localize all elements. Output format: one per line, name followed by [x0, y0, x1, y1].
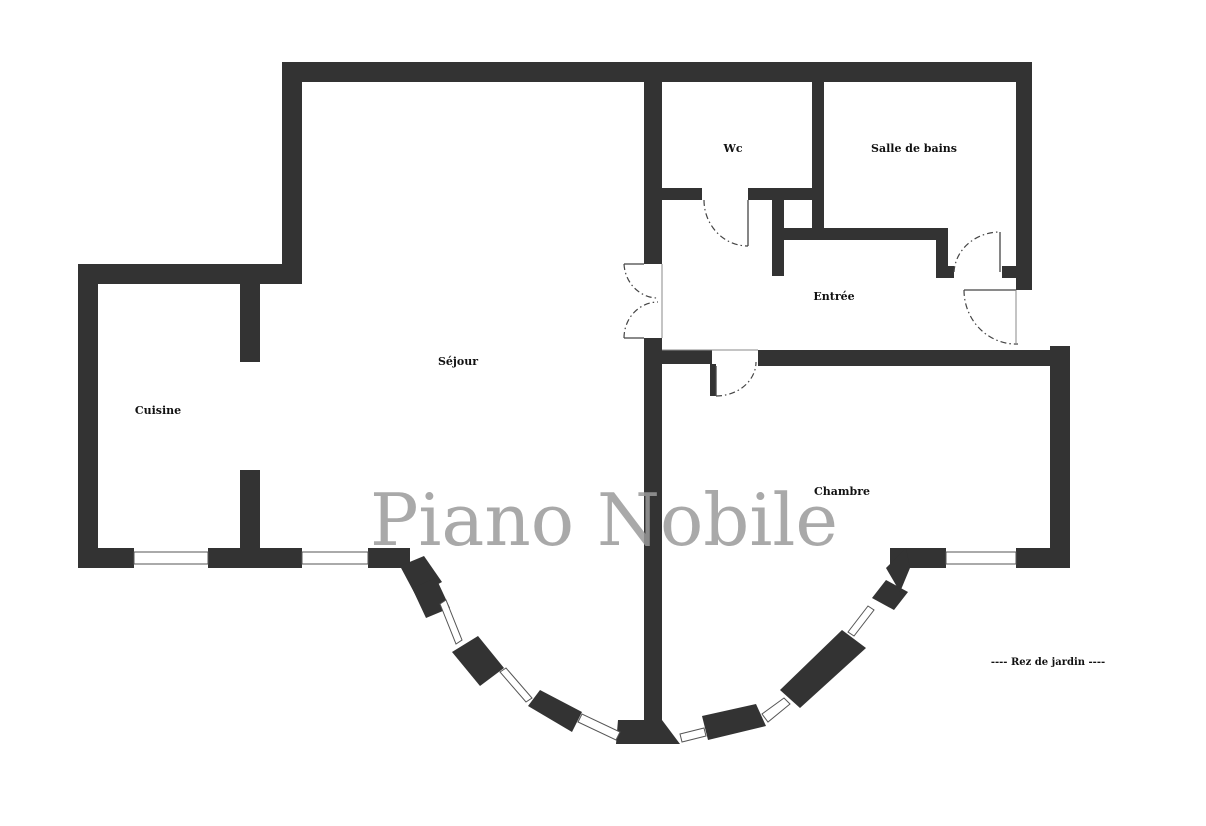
wall-sejour-east-lower [644, 338, 662, 744]
door-chambre-swing [715, 361, 757, 397]
wall-entree-right-end [644, 338, 662, 350]
interior-walls [240, 78, 1070, 744]
bay-chambre-wall-1 [702, 704, 766, 740]
wall-top-cuisine [78, 264, 302, 284]
bay-chambre-wall-4 [886, 548, 910, 592]
window-cuisine [133, 551, 209, 565]
watermark-text: Piano Nobile [370, 478, 838, 562]
bay-sejour-wall-3 [452, 636, 504, 686]
wall-wc-bottom-right [748, 188, 824, 200]
door-wc-swing [703, 199, 749, 247]
window-bay-chambre-2 [761, 697, 791, 723]
wall-entree-bottom-left [660, 350, 712, 364]
room-label-wc: Wc [722, 142, 742, 155]
wall-right-upper [1016, 62, 1032, 290]
room-label-sejour: Séjour [438, 355, 478, 368]
wall-bottom-right-1 [1016, 548, 1070, 568]
room-label-cuisine: Cuisine [135, 404, 181, 417]
bay-chambre-wall-2 [780, 630, 866, 708]
wall-left-cuisine [78, 264, 98, 568]
wall-left-sejour-upper [282, 62, 302, 284]
wall-entree-bottom-right [758, 350, 1070, 366]
wall-top [282, 62, 1032, 82]
wall-sdb-jamb [936, 228, 948, 278]
bay-sejour-wall-5 [616, 720, 680, 744]
wall-bottom-left-1 [78, 548, 134, 568]
wall-sdb-right-stub [1002, 266, 1032, 278]
room-label-salle-de-bains: Salle de bains [871, 142, 957, 155]
window-sejour-south [301, 551, 369, 565]
door-double-swing-top [623, 263, 659, 299]
window-bay-sejour-1 [439, 599, 463, 645]
room-label-entree: Entrée [813, 290, 854, 303]
door-entree-swing [963, 289, 1019, 345]
wall-cuisine-sejour-lower [240, 470, 260, 568]
wall-door-stub-chambre [710, 364, 716, 396]
wall-cuisine-sejour-upper [240, 284, 260, 362]
door-double-swing-bottom [623, 301, 659, 339]
windows [133, 551, 1017, 743]
window-chambre-south [945, 551, 1017, 565]
room-label-chambre: Chambre [814, 485, 870, 498]
window-bay-sejour-2 [499, 667, 533, 703]
wall-right-chambre [1050, 346, 1070, 568]
wall-sdb-bottom [772, 228, 948, 240]
bay-sejour-wall-4 [528, 690, 582, 732]
bay-chambre [702, 548, 910, 740]
wall-wc-bottom-left [660, 188, 702, 200]
wall-sejour-east-upper [644, 82, 662, 264]
wall-bottom-left-3 [368, 548, 410, 568]
window-bay-chambre-3 [847, 605, 875, 637]
wall-sdb-stub [936, 266, 954, 278]
bay-sejour [400, 556, 680, 744]
window-bay-sejour-3 [577, 713, 621, 741]
bay-sejour-wall-2 [412, 578, 450, 618]
entree-thresholds [661, 264, 1017, 351]
window-bay-chambre-1 [679, 727, 707, 743]
level-label: ---- Rez de jardin ---- [991, 657, 1105, 668]
doors [623, 199, 1019, 397]
wall-wc-east [812, 78, 824, 230]
door-sdb-swing [953, 231, 1001, 273]
